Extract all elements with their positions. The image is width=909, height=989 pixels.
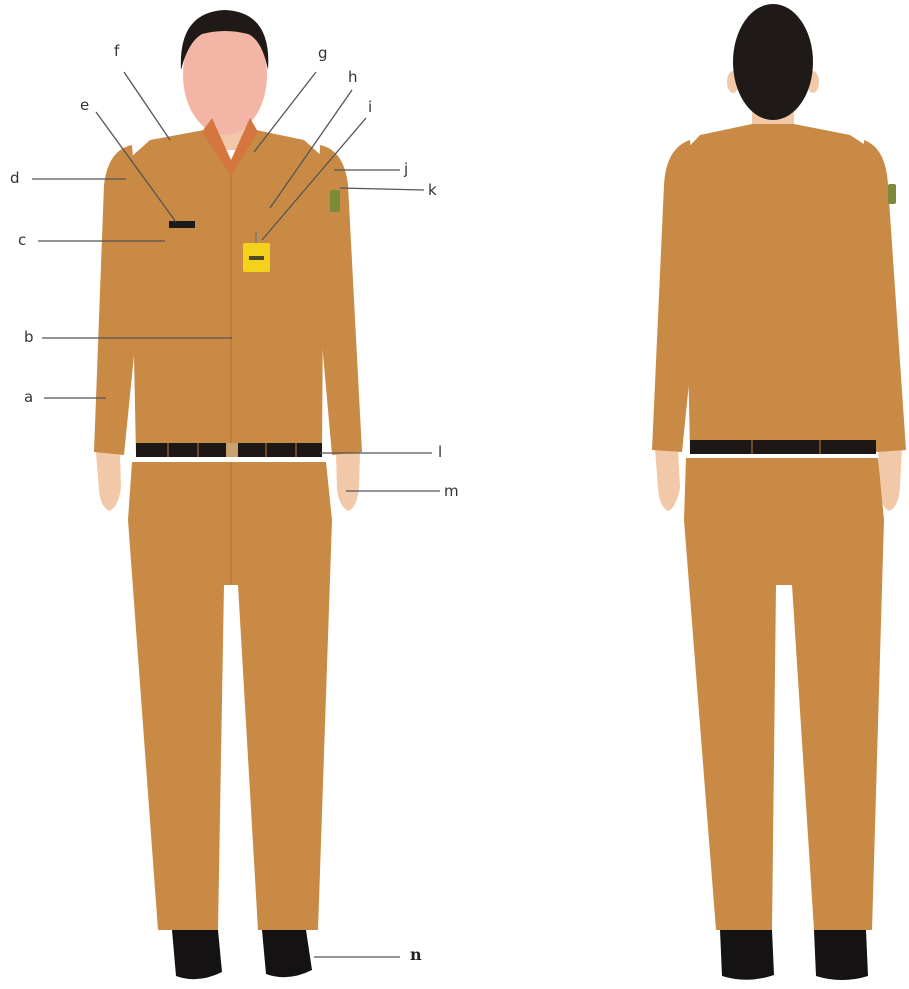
front-id-badge-text bbox=[249, 256, 264, 260]
label-i: i bbox=[368, 100, 372, 115]
back-jacket-body bbox=[684, 124, 876, 452]
back-view-figure bbox=[652, 4, 906, 980]
label-a: a bbox=[24, 390, 33, 405]
leader-k bbox=[340, 188, 424, 190]
back-shoulder-patch bbox=[888, 184, 896, 204]
back-head-hair bbox=[733, 4, 813, 120]
label-c: c bbox=[18, 233, 26, 248]
back-left-hand bbox=[655, 448, 680, 511]
label-e: e bbox=[80, 98, 89, 113]
front-left-shoe bbox=[172, 930, 222, 979]
back-trousers bbox=[684, 458, 884, 930]
front-right-shoe bbox=[262, 930, 312, 977]
front-jacket-body bbox=[130, 130, 324, 455]
front-right-hand bbox=[336, 452, 360, 511]
label-b: b bbox=[24, 330, 34, 345]
label-g: g bbox=[318, 46, 328, 61]
back-belt bbox=[690, 440, 876, 454]
label-k: k bbox=[428, 183, 437, 198]
label-h: h bbox=[348, 70, 358, 85]
front-left-hand bbox=[96, 452, 121, 511]
back-left-shoe bbox=[720, 930, 774, 980]
label-j: j bbox=[404, 162, 408, 177]
label-m: m bbox=[444, 484, 459, 499]
label-d: d bbox=[10, 171, 20, 186]
front-name-tag bbox=[169, 221, 195, 228]
front-shoulder-patch bbox=[330, 190, 340, 212]
label-n: n bbox=[410, 947, 422, 963]
front-belt-buckle bbox=[226, 443, 238, 457]
leader-f bbox=[124, 72, 170, 140]
label-f: f bbox=[114, 44, 119, 59]
label-l: l bbox=[438, 445, 442, 460]
front-view-figure bbox=[94, 10, 362, 979]
back-right-shoe bbox=[814, 930, 868, 980]
front-trousers bbox=[128, 462, 332, 930]
